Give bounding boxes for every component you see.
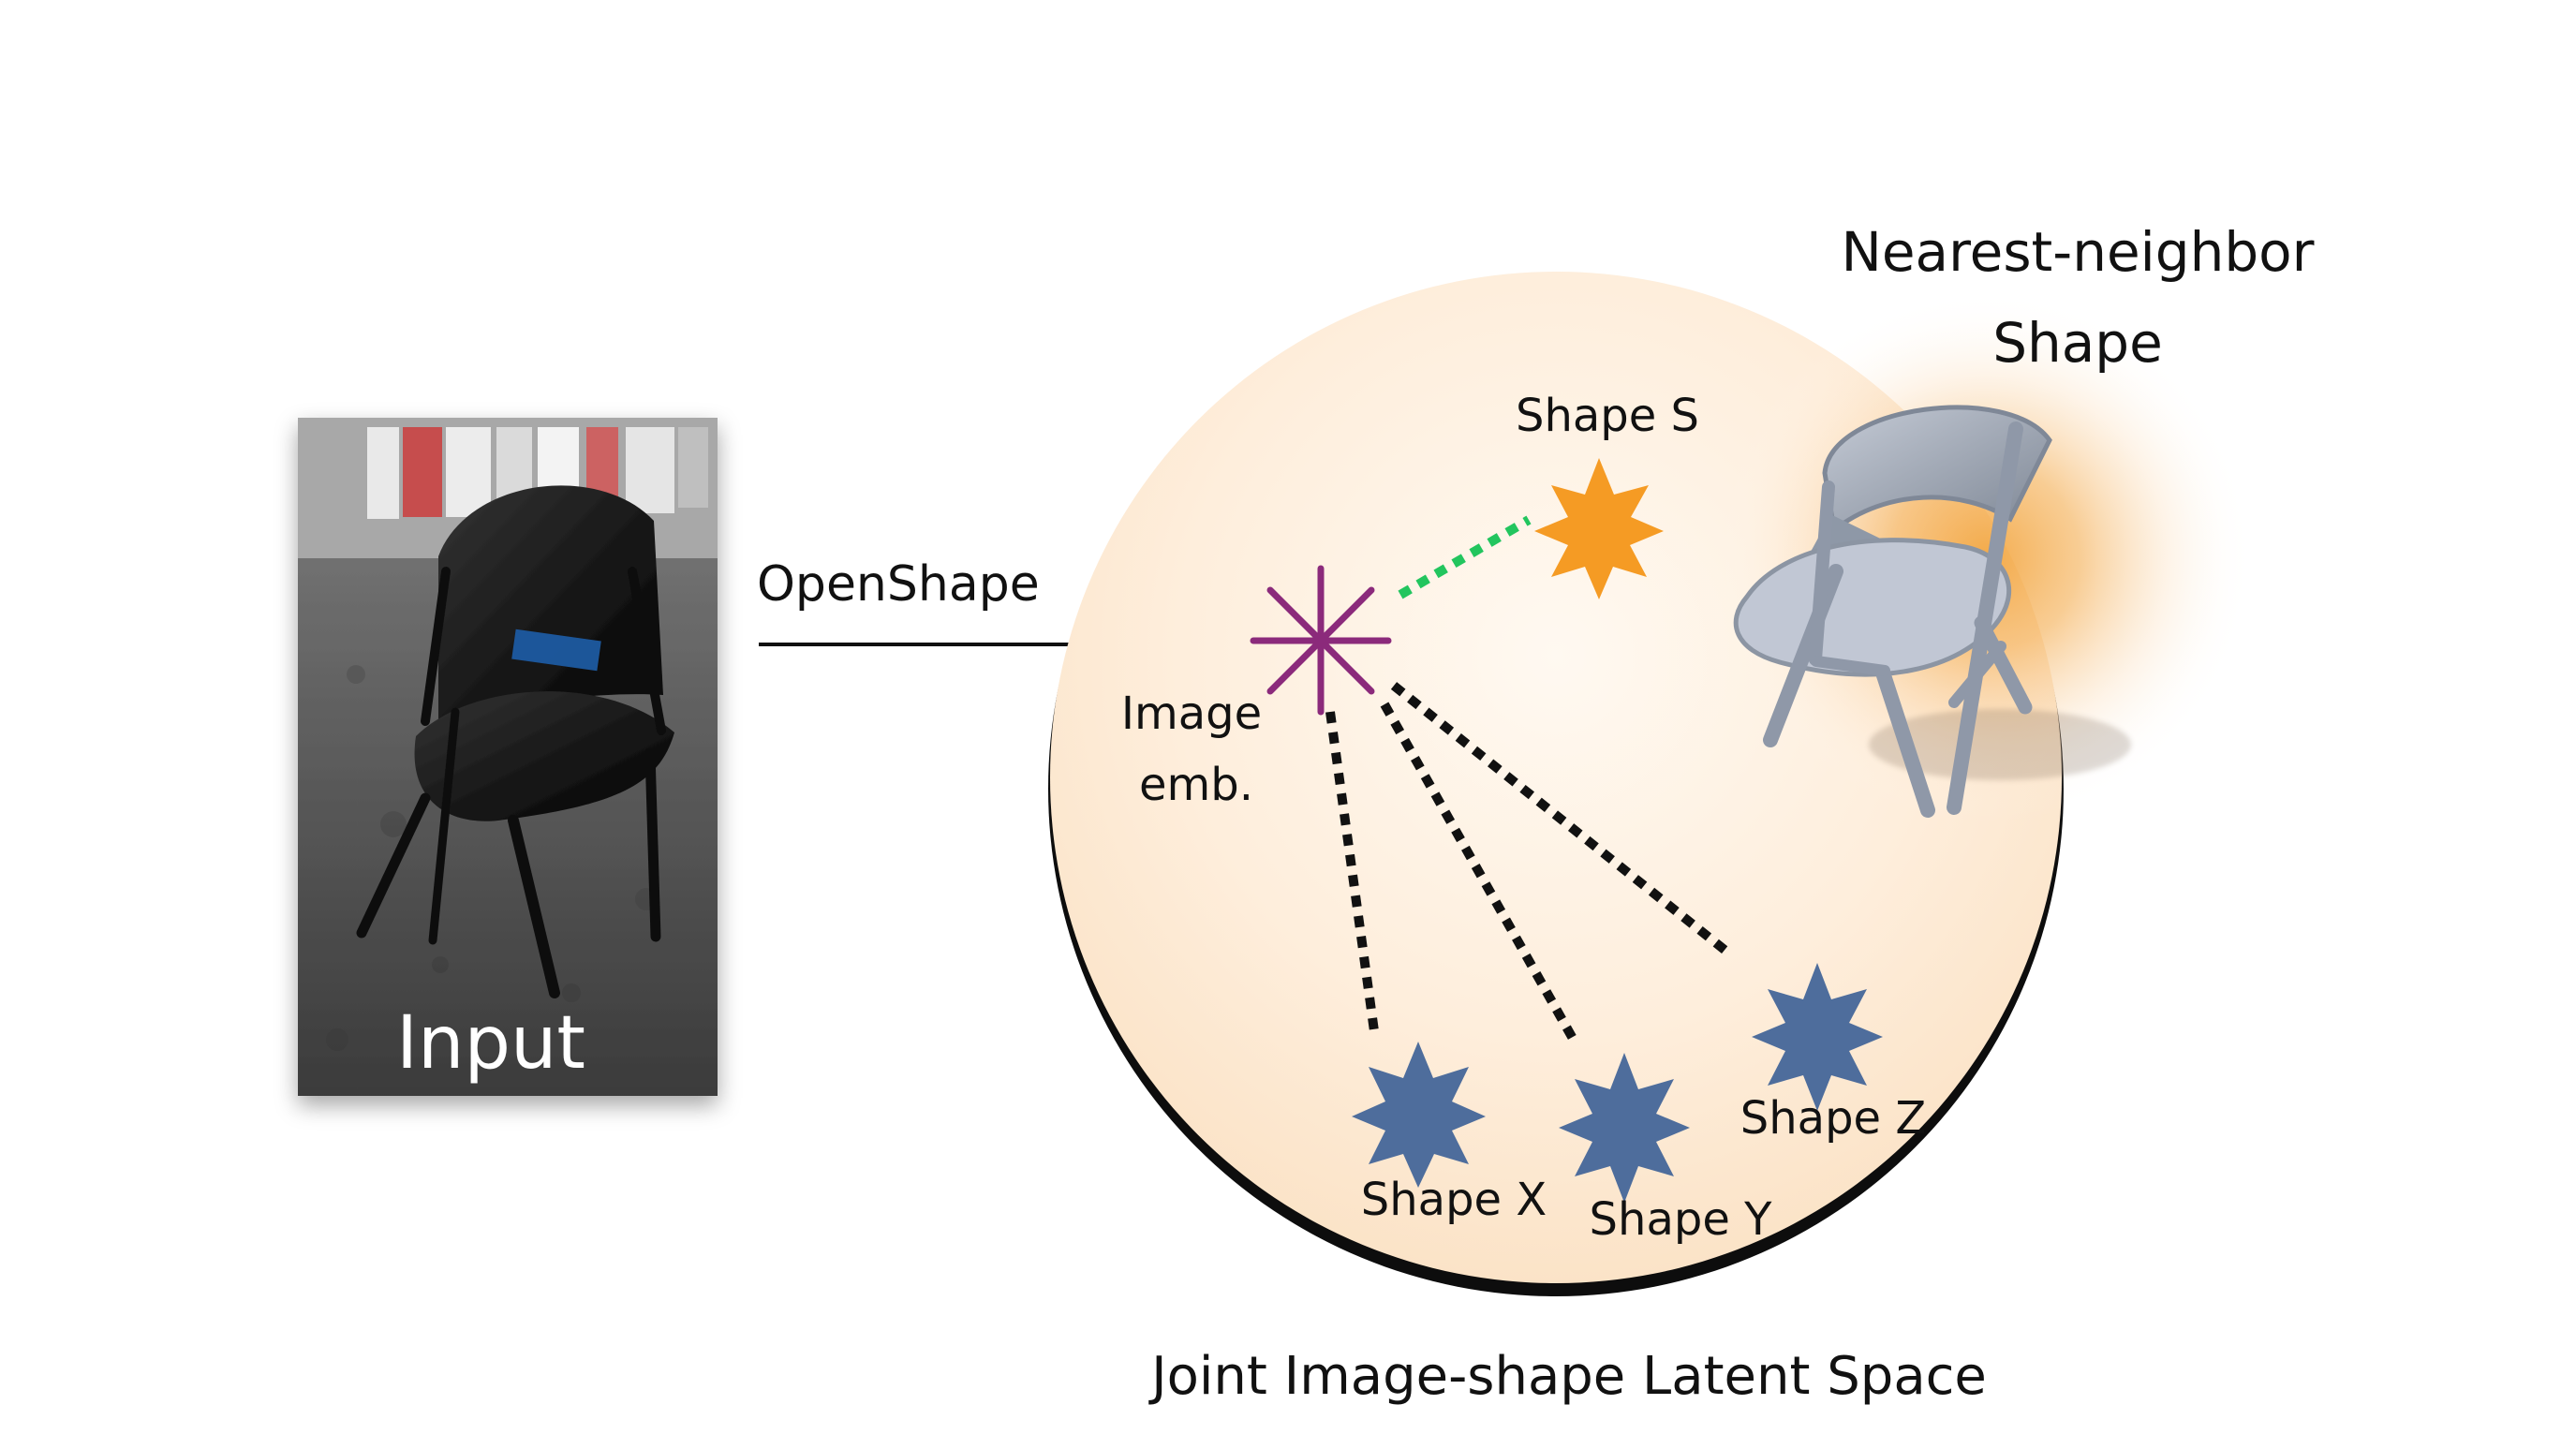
shape-y-label: Shape Y bbox=[1590, 1193, 1773, 1246]
shape-z-label: Shape Z bbox=[1740, 1092, 1926, 1145]
distance-links bbox=[1325, 515, 1733, 1046]
input-photo: Input bbox=[298, 418, 718, 1096]
retrieved-chair bbox=[1733, 405, 2131, 818]
shape-s-star-icon bbox=[1534, 458, 1664, 599]
link-shape-z bbox=[1390, 682, 1733, 957]
input-label: Input bbox=[396, 1001, 585, 1086]
latent-space-label: Joint Image-shape Latent Space bbox=[1148, 1346, 1987, 1407]
method-label: OpenShape bbox=[757, 556, 1040, 613]
image-embedding-icon bbox=[1250, 565, 1392, 716]
shape-x-star-icon bbox=[1352, 1042, 1486, 1188]
link-shape-s bbox=[1398, 515, 1532, 599]
nearest-shape-label-line2: Shape bbox=[1992, 311, 2163, 375]
shape-y-star-icon bbox=[1559, 1053, 1690, 1203]
shape-x-label: Shape X bbox=[1361, 1174, 1547, 1226]
nearest-shape-label-line1: Nearest-neighbor bbox=[1841, 220, 2314, 284]
shape-z-star-icon bbox=[1752, 963, 1883, 1111]
link-shape-y bbox=[1380, 702, 1580, 1046]
image-emb-label-line2: emb. bbox=[1139, 759, 1253, 811]
shape-s-label: Shape S bbox=[1516, 390, 1699, 442]
link-shape-x bbox=[1325, 711, 1380, 1039]
image-emb-label-line1: Image bbox=[1121, 688, 1262, 740]
